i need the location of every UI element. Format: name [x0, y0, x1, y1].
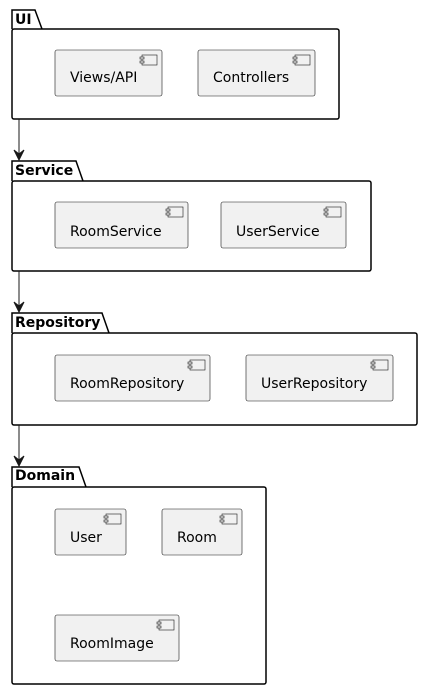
- package-title: Service: [15, 163, 73, 179]
- package-tab: [11, 9, 43, 30]
- arrowhead: [13, 455, 25, 468]
- component-label: RoomImage: [70, 636, 154, 652]
- component-room[interactable]: Room: [161, 508, 243, 556]
- package-ui: UI Views/API Controllers: [11, 9, 340, 120]
- component-label: Room: [177, 530, 217, 546]
- component-label: RoomService: [70, 224, 162, 240]
- package-service: Service RoomService UserService: [11, 160, 372, 272]
- component-label: RoomRepository: [70, 376, 184, 392]
- package-tab: [11, 312, 110, 334]
- package-tab: [11, 466, 87, 488]
- arrowhead: [13, 149, 25, 162]
- component-icon: [187, 359, 206, 371]
- component-icon: [323, 206, 342, 218]
- component-label: UserService: [236, 224, 320, 240]
- component-label: Controllers: [213, 70, 289, 86]
- package-tab: [11, 160, 84, 182]
- component-room-repository[interactable]: RoomRepository: [54, 354, 211, 402]
- package-domain: Domain User Room: [11, 466, 267, 685]
- component-user-service[interactable]: UserService: [220, 201, 347, 249]
- component-views-api[interactable]: Views/API: [54, 49, 163, 97]
- package-repository: Repository RoomRepository UserRepository: [11, 312, 418, 426]
- component-user[interactable]: User: [54, 508, 127, 556]
- package-title: UI: [15, 12, 32, 28]
- package-title: Repository: [15, 315, 100, 331]
- component-icon: [292, 54, 311, 66]
- component-icon: [139, 54, 158, 66]
- dependency-ui-to-service: [13, 119, 25, 162]
- component-label: UserRepository: [261, 376, 367, 392]
- component-icon: [219, 513, 238, 525]
- dependency-repository-to-domain: [13, 425, 25, 468]
- component-label: Views/API: [70, 70, 137, 86]
- component-icon: [103, 513, 122, 525]
- arrowhead: [13, 301, 25, 314]
- component-icon: [156, 619, 175, 631]
- component-room-image[interactable]: RoomImage: [54, 614, 180, 662]
- package-title: Domain: [15, 468, 75, 484]
- component-room-service[interactable]: RoomService: [54, 201, 189, 249]
- dependency-service-to-repository: [13, 271, 25, 314]
- component-icon: [165, 206, 184, 218]
- component-icon: [370, 359, 389, 371]
- component-controllers[interactable]: Controllers: [197, 49, 316, 97]
- component-user-repository[interactable]: UserRepository: [245, 354, 394, 402]
- component-label: User: [70, 530, 102, 546]
